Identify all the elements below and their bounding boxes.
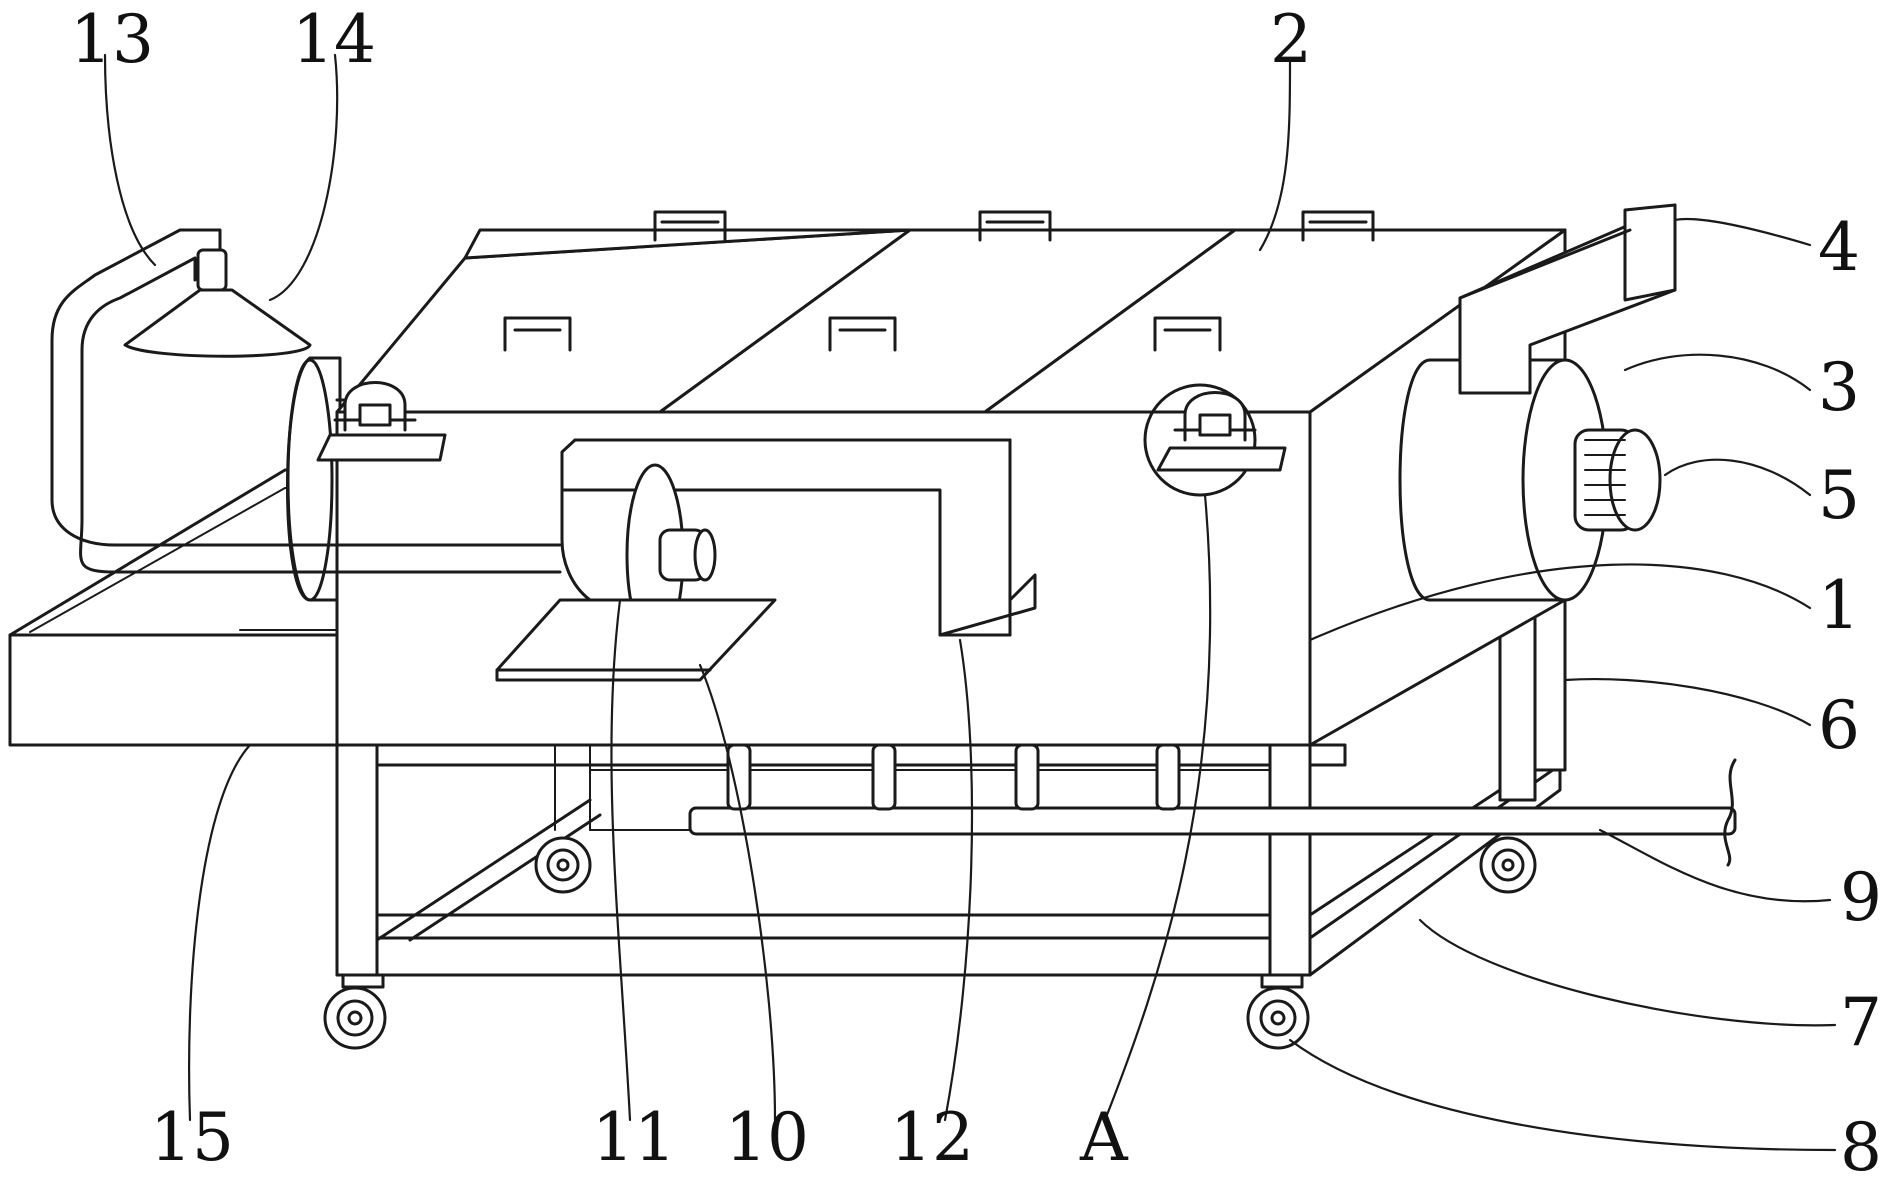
label-13: 13: [70, 1, 154, 78]
label-12: 12: [890, 1099, 974, 1176]
exhaust-hood: [125, 250, 310, 356]
caster-wheel-front-left: [325, 975, 385, 1048]
label-7: 7: [1840, 984, 1882, 1061]
caster-wheel-back-left: [536, 838, 590, 892]
label-A: A: [1079, 1099, 1129, 1176]
label-2: 2: [1270, 1, 1312, 78]
left-drum: [288, 358, 341, 600]
fan-motor: [660, 530, 715, 580]
label-11: 11: [592, 1099, 676, 1176]
label-8: 8: [1840, 1109, 1882, 1186]
label-4: 4: [1818, 209, 1860, 286]
label-6: 6: [1818, 687, 1860, 764]
label-3: 3: [1818, 349, 1860, 426]
motor: [1575, 430, 1660, 530]
label-1: 1: [1818, 567, 1860, 644]
caster-wheel-front-right: [1248, 975, 1308, 1048]
label-5: 5: [1818, 457, 1860, 534]
label-15: 15: [150, 1099, 234, 1176]
label-10: 10: [725, 1099, 809, 1176]
label-14: 14: [292, 1, 376, 78]
caster-wheel-back-right: [1481, 838, 1535, 892]
label-9: 9: [1840, 859, 1882, 936]
